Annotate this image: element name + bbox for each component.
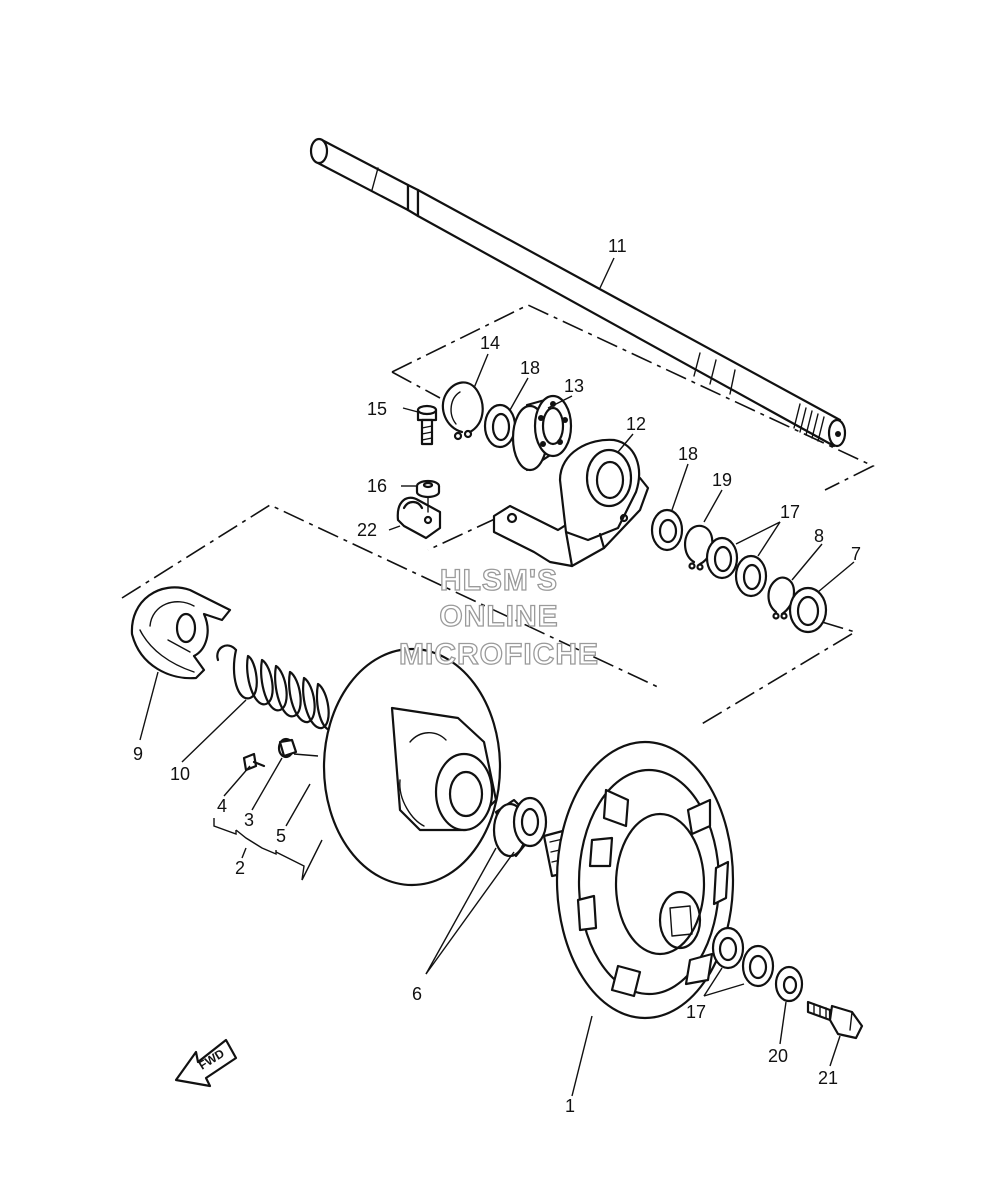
callout-15: 15: [367, 399, 387, 419]
washer-7: [788, 586, 828, 634]
pin-3: [277, 737, 298, 759]
lower-group-outline: [121, 504, 857, 726]
callout-2: 2: [235, 858, 245, 878]
cam: [130, 586, 232, 680]
callout-21: 21: [818, 1068, 838, 1088]
callout-17: 17: [780, 502, 800, 522]
callout-10: 10: [170, 764, 190, 784]
clamp-22: [396, 496, 442, 540]
shaft: [309, 137, 847, 448]
callout-9: 9: [133, 744, 143, 764]
bushing: [492, 796, 548, 858]
washer-18a: [483, 403, 517, 449]
spacer-16: [415, 479, 441, 499]
circlip: [441, 381, 484, 441]
callout-19: 19: [712, 470, 732, 490]
fixed-sheave: [542, 740, 735, 1020]
fwd-direction-arrow: FWD: [174, 1038, 238, 1088]
washer-17d: [741, 944, 775, 988]
callout-8: 8: [814, 526, 824, 546]
pin-4: [242, 752, 266, 772]
callout-14: 14: [480, 333, 500, 353]
bearing: [511, 394, 573, 472]
bolt-small: [416, 404, 438, 446]
callout-20: 20: [768, 1046, 788, 1066]
washer-20: [774, 965, 804, 1003]
callout-3: 3: [244, 810, 254, 830]
callout-22: 22: [357, 520, 377, 540]
callout-18: 18: [520, 358, 540, 378]
watermark-line-1: HLSM'S: [440, 564, 558, 597]
watermark-line-3: MICROFICHE: [399, 638, 599, 671]
callout-5: 5: [276, 826, 286, 846]
callout-6: 6: [412, 984, 422, 1004]
callout-11: 11: [608, 236, 627, 256]
washer-17a: [705, 536, 739, 580]
callout-18b: 18: [678, 444, 698, 464]
leader-lines: [139, 257, 855, 1097]
callouts: 11 14 18 13 15 12 16 22 18 19 17 8 7 9 1…: [133, 236, 861, 1116]
washer-17c: [711, 926, 745, 970]
spring: [216, 644, 334, 732]
callout-13: 13: [564, 376, 584, 396]
callout-12: 12: [626, 414, 646, 434]
bearing-housing: [492, 438, 650, 568]
callout-7: 7: [851, 544, 861, 564]
callout-1: 1: [565, 1096, 575, 1116]
callout-16: 16: [367, 476, 387, 496]
watermark-line-2: ONLINE: [439, 600, 558, 633]
washer-18b: [650, 508, 684, 552]
watermark: HLSM'S ONLINE MICROFICHE: [398, 563, 599, 671]
callout-17b: 17: [686, 1002, 706, 1022]
sliding-sheave: [322, 647, 502, 887]
callout-4: 4: [217, 796, 227, 816]
upper-group-outline: [391, 304, 875, 551]
bolt-21: [806, 1000, 864, 1040]
washer-17b: [734, 554, 768, 598]
